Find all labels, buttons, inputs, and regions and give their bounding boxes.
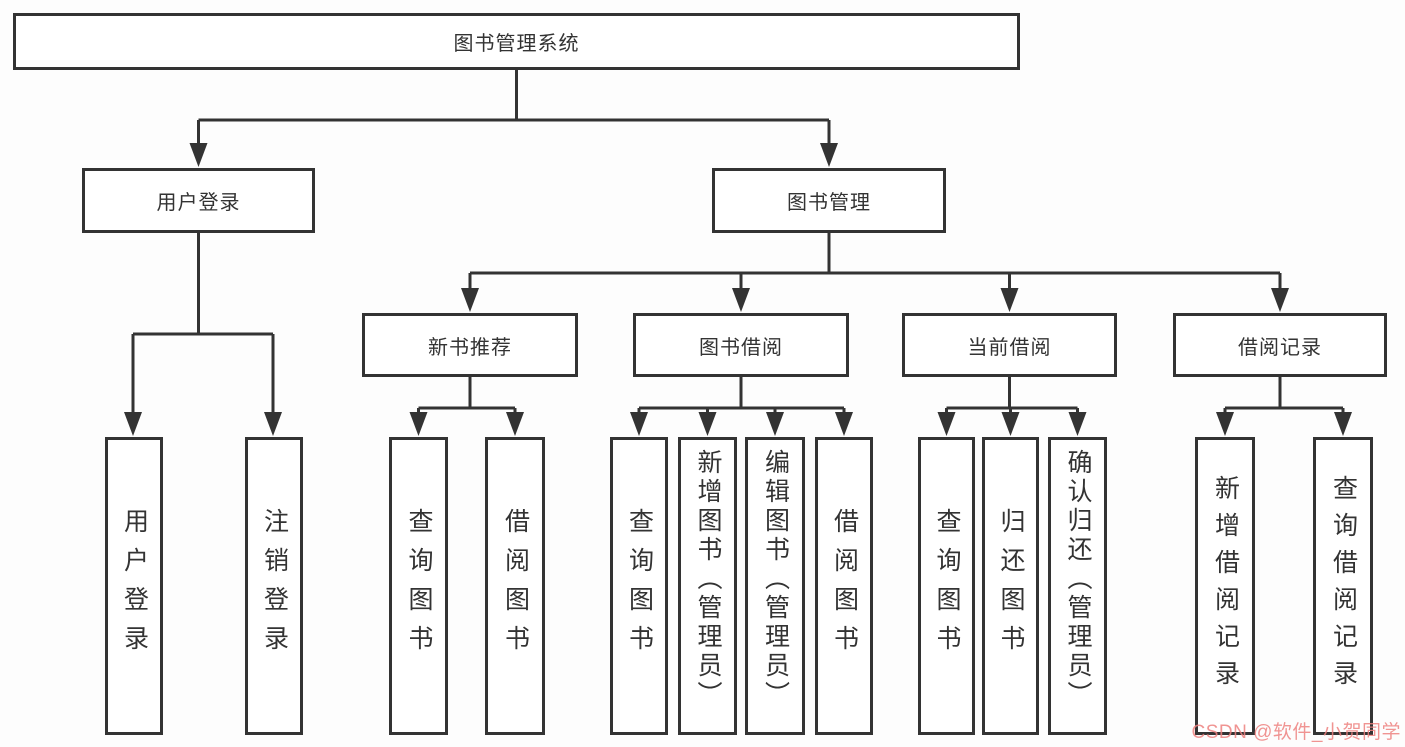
leaf-cb-confirm-return-admin-label: 确认归还（管理员）	[1064, 449, 1092, 710]
leaf-user-login-label: 用户登录	[120, 508, 149, 664]
leaf-bb-edit-books-admin: 编辑图书（管理员）	[745, 437, 805, 735]
leaf-br-query-record-label: 查询借阅记录	[1329, 475, 1358, 697]
node-book-management: 图书管理	[712, 168, 946, 233]
leaf-nbr-borrow-books: 借阅图书	[485, 437, 545, 735]
leaf-br-query-record: 查询借阅记录	[1313, 437, 1373, 735]
leaf-bb-add-books-admin-label: 新增图书（管理员）	[694, 449, 722, 710]
leaf-user-login: 用户登录	[105, 437, 163, 735]
leaf-cb-return-books-label: 归还图书	[997, 508, 1025, 664]
node-book-management-label: 图书管理	[787, 192, 871, 214]
leaf-bb-add-books-admin: 新增图书（管理员）	[678, 437, 737, 735]
node-borrow-records-label: 借阅记录	[1238, 336, 1322, 359]
leaf-logout: 注销登录	[245, 437, 303, 735]
node-borrow-records: 借阅记录	[1173, 313, 1387, 377]
leaf-logout-label: 注销登录	[260, 508, 289, 664]
leaf-br-add-record-label: 新增借阅记录	[1211, 475, 1240, 697]
leaf-nbr-query-books-label: 查询图书	[405, 508, 433, 664]
watermark: CSDN @软件_小贺同学	[1191, 722, 1401, 743]
node-current-borrow-label: 当前借阅	[967, 336, 1052, 359]
node-current-borrow: 当前借阅	[902, 313, 1117, 377]
node-root: 图书管理系统	[13, 13, 1020, 70]
leaf-bb-edit-books-admin-label: 编辑图书（管理员）	[761, 449, 790, 710]
leaf-cb-query-books-label: 查询图书	[933, 508, 961, 664]
leaf-nbr-borrow-books-label: 借阅图书	[501, 508, 530, 664]
leaf-cb-query-books: 查询图书	[918, 437, 975, 735]
leaf-bb-query-books-label: 查询图书	[625, 508, 654, 664]
leaf-bb-query-books: 查询图书	[610, 437, 668, 735]
leaf-nbr-query-books: 查询图书	[389, 437, 448, 735]
leaf-bb-borrow-books: 借阅图书	[815, 437, 873, 735]
node-book-borrow-label: 图书借阅	[699, 336, 783, 359]
node-new-book-recommend-label: 新书推荐	[428, 336, 512, 359]
leaf-cb-confirm-return-admin: 确认归还（管理员）	[1048, 437, 1107, 735]
leaf-br-add-record: 新增借阅记录	[1195, 437, 1255, 735]
node-book-borrow: 图书借阅	[633, 313, 849, 377]
node-root-label: 图书管理系统	[453, 33, 580, 55]
node-user-login: 用户登录	[82, 168, 315, 233]
leaf-cb-return-books: 归还图书	[982, 437, 1039, 735]
node-new-book-recommend: 新书推荐	[362, 313, 578, 377]
node-user-login-label: 用户登录	[156, 192, 241, 214]
leaf-bb-borrow-books-label: 借阅图书	[830, 508, 859, 664]
